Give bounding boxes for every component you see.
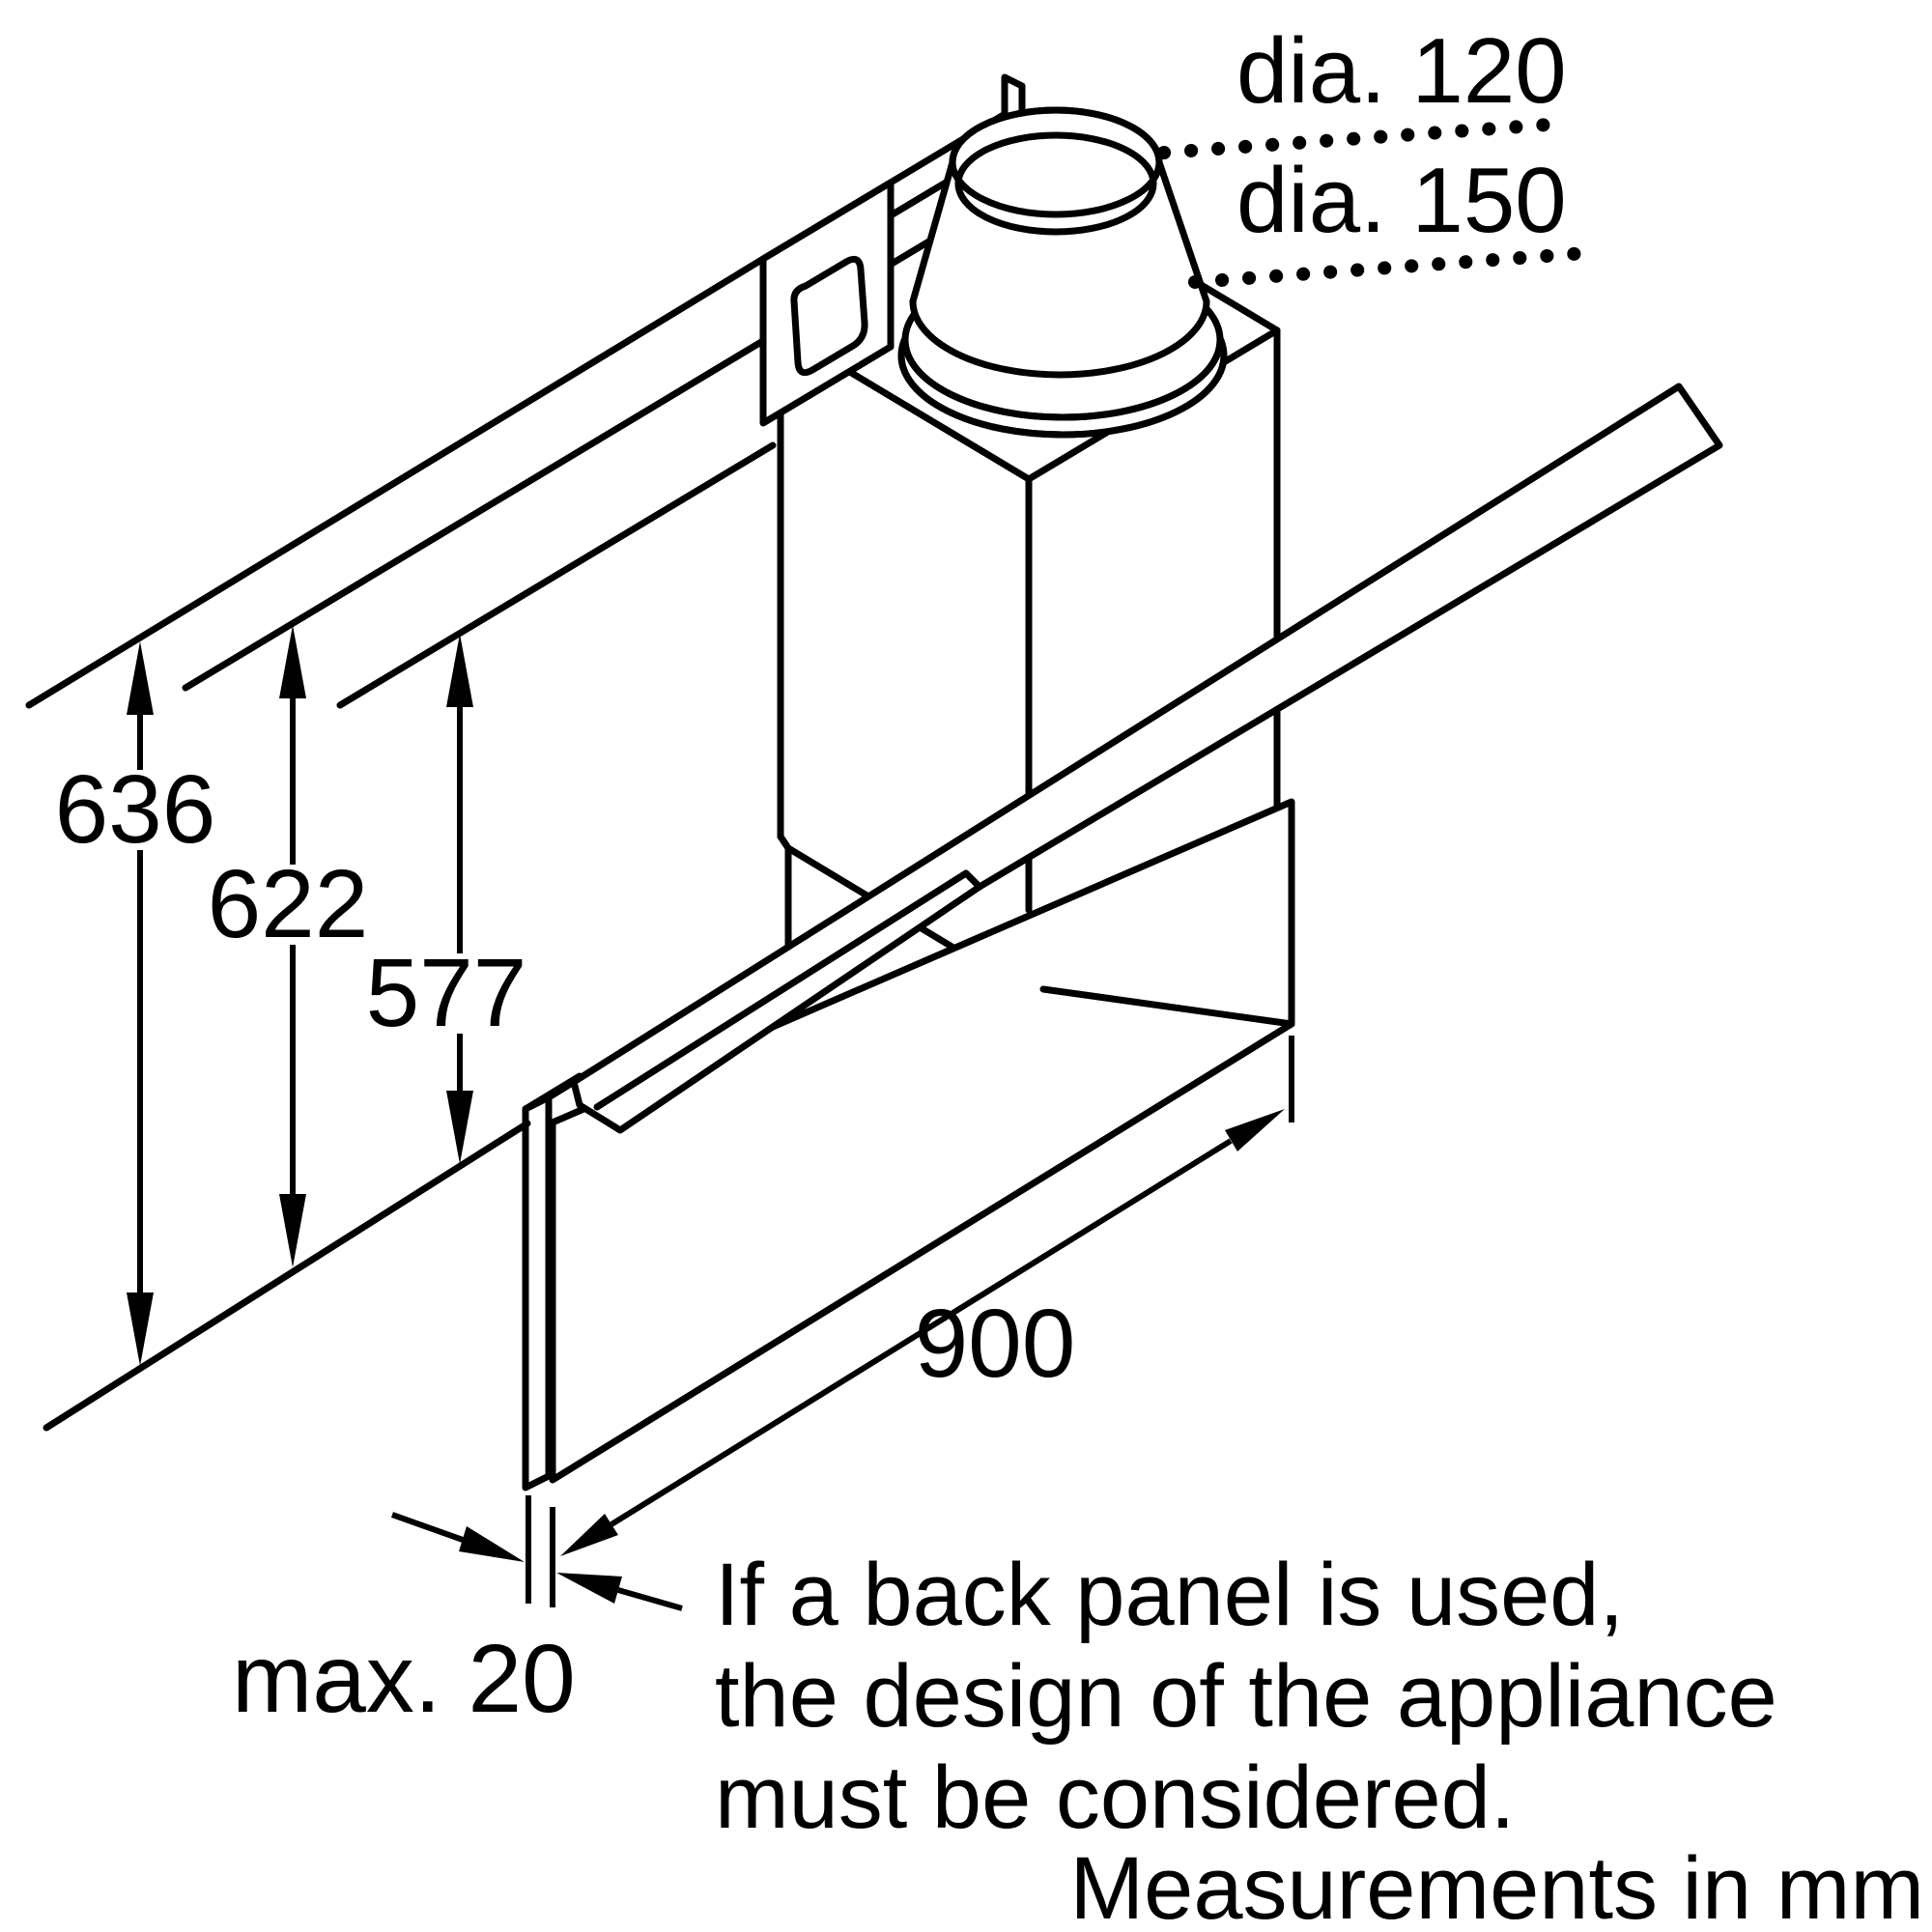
dimension-max-20: max. 20 — [232, 1495, 683, 1733]
hood-body — [549, 798, 1295, 1484]
arrowhead-900-left — [560, 1514, 618, 1556]
arrowhead-622-bottom — [279, 1194, 306, 1267]
max20-leader-right — [617, 1587, 683, 1611]
arrowhead-max20-right — [556, 1573, 622, 1604]
dimension-636: 636 — [55, 641, 216, 1366]
dimension-622: 622 — [208, 625, 369, 1267]
duct-diameter-leaders — [1157, 117, 1592, 289]
note-line-1: If a back panel is used, — [715, 1546, 1624, 1644]
max20-leader-left — [390, 1512, 465, 1543]
note-text: If a back panel is used, the design of t… — [715, 1546, 1777, 1847]
arrowhead-max20-left — [459, 1526, 525, 1562]
duct-rim-outer — [949, 106, 1163, 218]
collar-front-arc-inner — [901, 336, 1224, 421]
wall-line-outer — [25, 255, 767, 709]
canopy-panel — [570, 383, 1723, 1134]
back-panel-slab — [522, 1094, 553, 1492]
wall-reference-lines — [25, 255, 777, 709]
dimension-577-label: 577 — [366, 939, 527, 1047]
back-panel — [522, 1094, 553, 1492]
wall-line-mid — [182, 338, 765, 692]
footer-units-note: Measurements in mm — [1070, 1839, 1924, 1932]
max20-label: max. 20 — [232, 1625, 576, 1733]
dimension-622-label: 622 — [208, 850, 369, 958]
note-line-2: the design of the appliance — [715, 1647, 1777, 1746]
hood-bottom-rear-edge — [1039, 985, 1295, 1028]
bracket-hole — [790, 255, 868, 377]
arrowhead-577-bottom — [446, 1091, 473, 1164]
leader-dia-120 — [1157, 117, 1568, 159]
dimension-636-label: 636 — [55, 755, 216, 864]
canopy-band-crease — [593, 869, 983, 1111]
hood-bottom-reference-line — [43, 1120, 531, 1432]
duct-adapter-cone — [897, 106, 1228, 439]
note-line-3: must be considered. — [715, 1748, 1515, 1847]
wall-line-inner — [336, 441, 777, 709]
arrowhead-636-bottom — [127, 1293, 154, 1366]
dia-120-label: dia. 120 — [1236, 19, 1567, 123]
dimension-900-line — [610, 1138, 1233, 1527]
dia-150-label: dia. 150 — [1236, 149, 1567, 252]
duct-rim-inner — [954, 131, 1157, 236]
leader-dia-150 — [1188, 246, 1592, 289]
dimension-577: 577 — [366, 634, 527, 1164]
dimension-900: 900 — [560, 1036, 1294, 1556]
duct-diameter-labels: dia. 120 dia. 150 — [1236, 19, 1567, 252]
collar-front-arc-outer — [897, 352, 1228, 439]
mounting-bracket — [759, 179, 895, 427]
dimension-900-label: 900 — [915, 1290, 1076, 1398]
arrowhead-900-right — [1225, 1109, 1285, 1151]
